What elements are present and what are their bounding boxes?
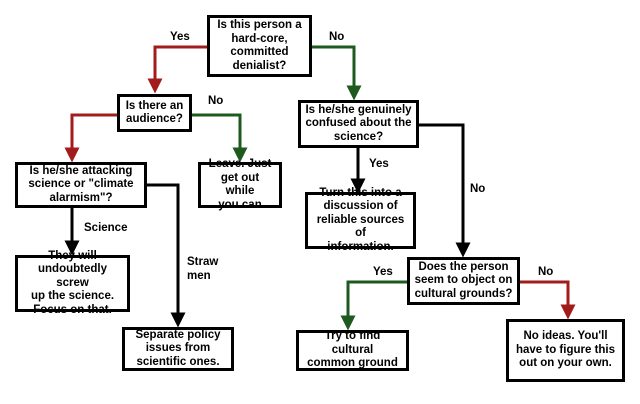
node-no-ideas: No ideas. You'll have to figure this out… [506, 319, 625, 382]
node-separate: Separate policy issues from scientific o… [122, 327, 234, 371]
label-no-cultural: No [538, 266, 554, 278]
edge-confused-no [418, 123, 471, 258]
label-no-audience: No [208, 95, 224, 107]
label-yes-denialist: Yes [170, 31, 190, 43]
edge-denialist-no [312, 45, 362, 101]
label-yes-cultural: Yes [373, 266, 393, 278]
edge-cultural-no [519, 280, 576, 320]
node-attacking: Is he/she attacking science or "climate … [15, 162, 147, 208]
node-confused: Is he/she genuinely confused about the s… [298, 100, 419, 148]
node-leave: Leave. Just get out while you can [198, 158, 282, 211]
edge-audience-yes [64, 113, 118, 163]
edge-audience-no [191, 113, 248, 163]
node-screw-up: They will undoubtedly screw up the scien… [15, 250, 130, 316]
node-discussion: Turn this into a discussion of reliable … [305, 187, 416, 253]
edge-cultural-yes [340, 280, 407, 331]
node-common-ground: Try to find cultural common ground [296, 330, 409, 371]
label-no-confused: No [470, 183, 486, 195]
label-straw-men: Straw men [187, 256, 219, 282]
label-science: Science [84, 222, 128, 234]
node-audience: Is there an audience? [117, 94, 192, 132]
label-no-denialist: No [329, 31, 345, 43]
node-cultural: Does the person seem to object on cultur… [407, 257, 520, 305]
node-denialist: Is this person a hard-core, committed de… [207, 15, 312, 77]
edge-attacking-straw-men [146, 183, 186, 328]
label-yes-confused: Yes [369, 158, 389, 170]
edge-denialist-yes [147, 45, 207, 94]
